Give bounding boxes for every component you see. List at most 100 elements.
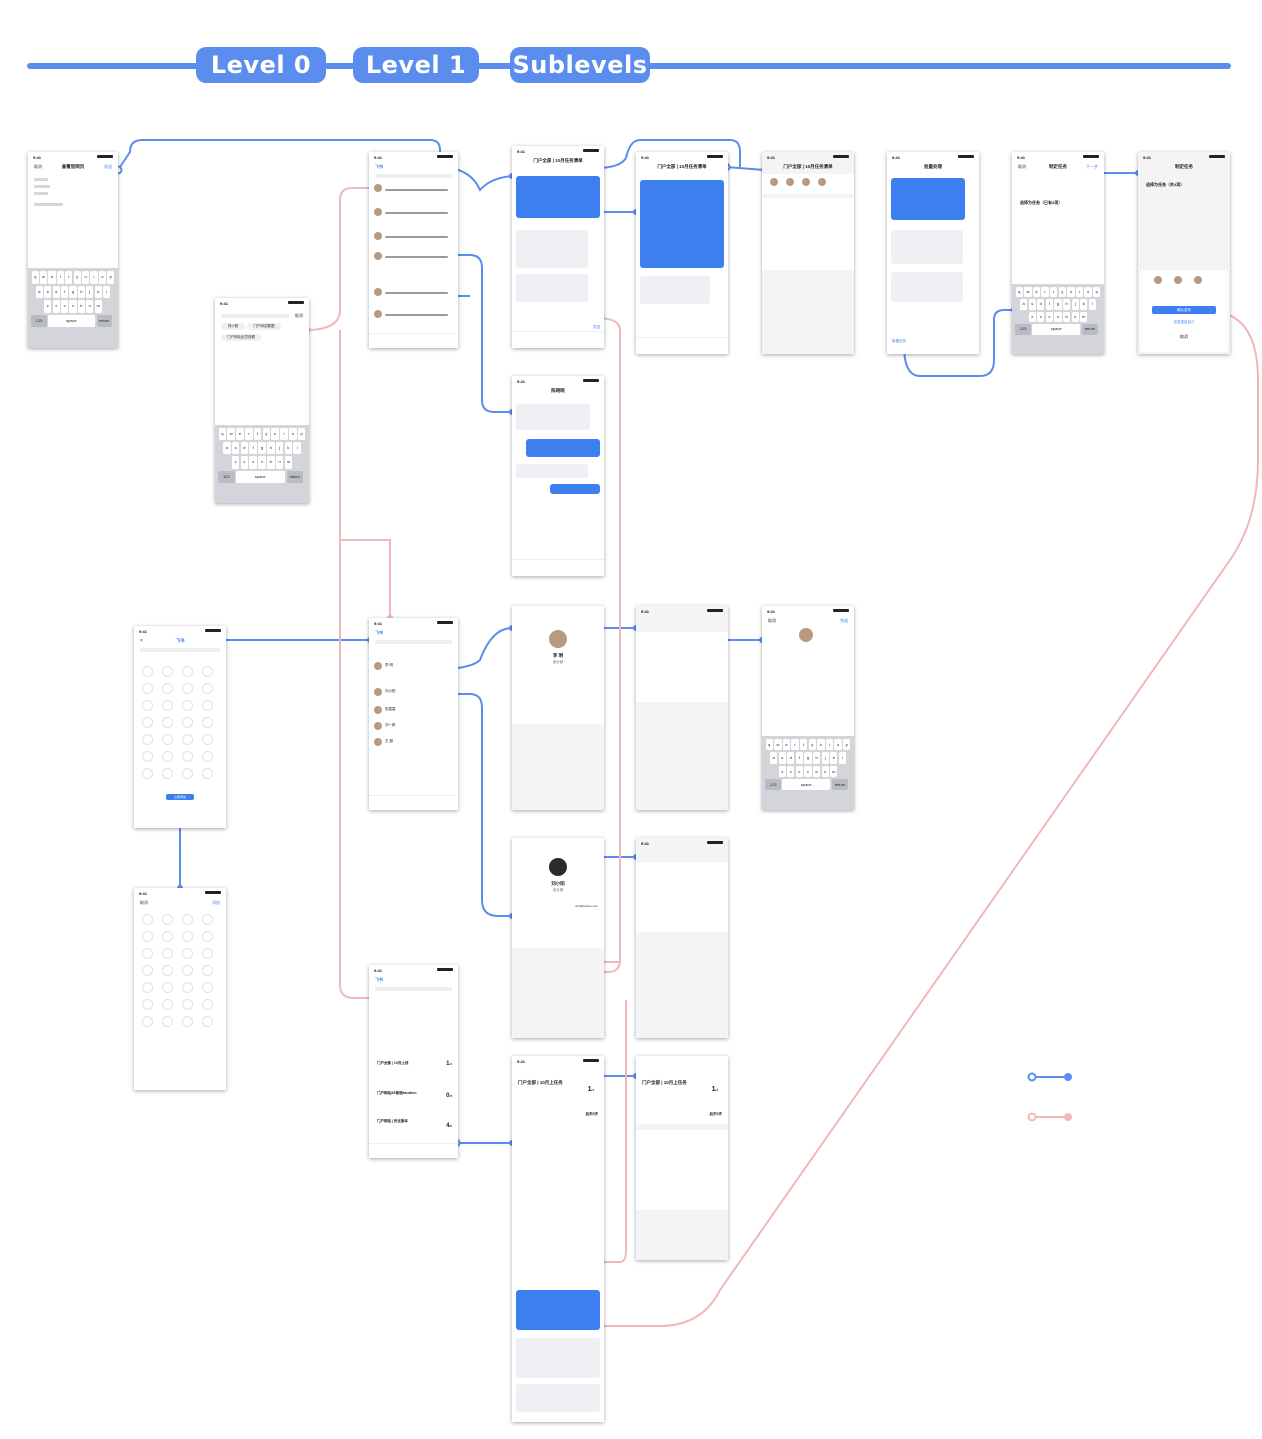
key-a[interactable]: a xyxy=(35,285,43,299)
key-n[interactable]: n xyxy=(86,300,94,313)
key-e[interactable]: e xyxy=(48,271,56,284)
message-bubble[interactable] xyxy=(640,276,710,304)
key-numbers[interactable]: 123 xyxy=(765,778,782,791)
add-button[interactable]: 添加 xyxy=(212,900,220,905)
message-bubble[interactable] xyxy=(516,1338,600,1378)
key-return[interactable]: return xyxy=(286,470,303,483)
cancel-button[interactable]: 取消 xyxy=(295,313,303,318)
key-o[interactable]: o xyxy=(98,271,106,284)
key-z[interactable]: z xyxy=(44,300,52,313)
key-v[interactable]: v xyxy=(804,765,812,777)
key-k[interactable]: k xyxy=(1080,299,1088,310)
key-s[interactable]: s xyxy=(44,285,52,299)
task-title[interactable]: 门户网站AE新版tdcation xyxy=(377,1091,417,1095)
key-u[interactable]: u xyxy=(817,739,825,751)
message-bubble[interactable] xyxy=(550,484,600,494)
key-s[interactable]: s xyxy=(1028,299,1036,310)
contact-name[interactable]: 刘一帆 xyxy=(385,723,396,727)
key-m[interactable]: m xyxy=(1080,311,1088,323)
key-p[interactable]: p xyxy=(107,271,115,284)
key-t[interactable]: t xyxy=(800,739,808,751)
key-f[interactable]: f xyxy=(61,285,69,299)
key-w[interactable]: w xyxy=(227,428,235,441)
task-title[interactable]: 门户网站 | 优化版本 xyxy=(377,1119,408,1123)
key-z[interactable]: z xyxy=(778,765,786,777)
key-h[interactable]: h xyxy=(77,285,85,299)
key-k[interactable]: k xyxy=(284,442,293,455)
settings-list[interactable] xyxy=(762,198,854,270)
settings-list[interactable] xyxy=(636,1130,728,1210)
key-j[interactable]: j xyxy=(1071,299,1079,310)
done-button[interactable]: 完成 xyxy=(840,618,848,623)
key-w[interactable]: w xyxy=(774,739,782,751)
key-space[interactable]: space xyxy=(1032,324,1081,335)
key-g[interactable]: g xyxy=(1054,299,1062,310)
message-bubble[interactable] xyxy=(891,230,963,264)
key-t[interactable]: t xyxy=(1050,287,1058,298)
message-bubble[interactable] xyxy=(516,464,588,478)
key-q[interactable]: q xyxy=(765,739,773,751)
key-c[interactable]: c xyxy=(249,456,257,469)
key-return[interactable]: return xyxy=(1082,324,1098,335)
key-g[interactable]: g xyxy=(258,442,266,455)
message-bubble[interactable] xyxy=(891,178,965,220)
key-q[interactable]: q xyxy=(1015,287,1023,298)
cancel-button[interactable]: 取消 xyxy=(768,618,776,623)
send-button[interactable]: 发送 xyxy=(593,325,600,329)
cancel-button[interactable]: 取消 xyxy=(1180,334,1188,339)
task-title[interactable]: 门户全部 | 10月上线 xyxy=(377,1061,409,1065)
key-t[interactable]: t xyxy=(65,271,73,284)
key-m[interactable]: m xyxy=(284,456,293,469)
key-u[interactable]: u xyxy=(82,271,90,284)
input-bar[interactable] xyxy=(512,559,604,576)
key-h[interactable]: h xyxy=(1062,299,1071,310)
key-a[interactable]: a xyxy=(223,442,231,455)
key-y[interactable]: y xyxy=(262,428,271,441)
key-numbers[interactable]: 123 xyxy=(218,470,235,483)
key-t[interactable]: t xyxy=(253,428,262,441)
key-o[interactable]: o xyxy=(1084,287,1092,298)
key-p[interactable]: p xyxy=(843,739,851,751)
contact-name[interactable]: 张嘉嘉 xyxy=(385,707,396,711)
key-e[interactable]: e xyxy=(236,428,244,441)
key-n[interactable]: n xyxy=(275,456,284,469)
cancel-button[interactable]: 取消 xyxy=(140,900,148,905)
settings-list[interactable] xyxy=(636,632,728,702)
key-e[interactable]: e xyxy=(1032,287,1041,298)
key-r[interactable]: r xyxy=(56,271,64,284)
key-d[interactable]: d xyxy=(240,442,249,455)
key-u[interactable]: u xyxy=(1067,287,1075,298)
tab-bar[interactable] xyxy=(369,333,458,348)
contact-name[interactable]: 李 明 xyxy=(385,663,393,667)
cancel-button[interactable]: 取消 xyxy=(34,164,42,169)
key-e[interactable]: e xyxy=(782,739,791,751)
key-i[interactable]: i xyxy=(825,739,834,751)
key-return[interactable]: return xyxy=(96,314,112,328)
input-bar[interactable] xyxy=(512,331,604,348)
key-b[interactable]: b xyxy=(1062,311,1071,323)
key-w[interactable]: w xyxy=(1024,287,1032,298)
key-s[interactable]: s xyxy=(231,442,240,455)
key-d[interactable]: d xyxy=(787,752,795,764)
key-w[interactable]: w xyxy=(40,271,48,284)
key-return[interactable]: return xyxy=(832,778,848,791)
key-l[interactable]: l xyxy=(1088,299,1097,310)
key-q[interactable]: q xyxy=(31,271,39,284)
key-h[interactable]: h xyxy=(812,752,821,764)
key-p[interactable]: p xyxy=(297,428,306,441)
key-v[interactable]: v xyxy=(69,300,77,313)
key-space[interactable]: space xyxy=(47,314,95,328)
key-b[interactable]: b xyxy=(267,456,275,469)
key-n[interactable]: n xyxy=(1071,311,1079,323)
key-v[interactable]: v xyxy=(1054,311,1062,323)
chip[interactable]: 门户网站全员查看 xyxy=(221,334,261,341)
key-g[interactable]: g xyxy=(69,285,77,299)
key-numbers[interactable]: 123 xyxy=(31,314,47,328)
key-b[interactable]: b xyxy=(812,765,821,777)
key-c[interactable]: c xyxy=(1045,311,1054,323)
key-a[interactable]: a xyxy=(769,752,778,764)
key-space[interactable]: space xyxy=(782,778,831,791)
key-g[interactable]: g xyxy=(804,752,812,764)
